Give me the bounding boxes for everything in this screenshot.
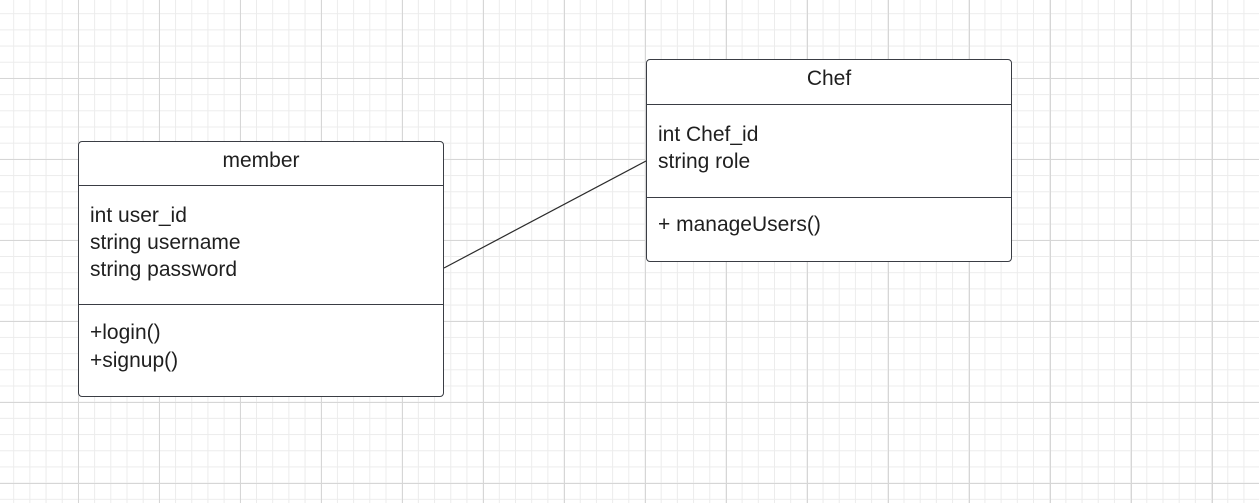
attributes-section-chef: int Chef_id string role [647,105,1011,198]
attribute-username: string username [90,231,241,254]
method-manage-users: + manageUsers() [658,213,821,236]
methods-section-chef: + manageUsers() [647,198,1011,239]
class-name-chef: Chef [647,60,1011,105]
attribute-password: string password [90,258,238,281]
association-line-member-chef[interactable] [443,160,647,269]
class-box-chef[interactable]: Chef int Chef_id string role + manageUse… [646,59,1012,262]
attribute-chef-id: int Chef_id [658,123,759,146]
class-box-member[interactable]: member int user_id string username strin… [78,141,444,397]
attribute-role: string role [658,150,751,173]
method-login: +login() [90,321,161,344]
methods-section-member: +login() +signup() [79,305,443,375]
class-name-member: member [79,142,443,186]
method-signup: +signup() [90,349,179,372]
attribute-user-id: int user_id [90,204,187,227]
attributes-section-member: int user_id string username string passw… [79,186,443,305]
